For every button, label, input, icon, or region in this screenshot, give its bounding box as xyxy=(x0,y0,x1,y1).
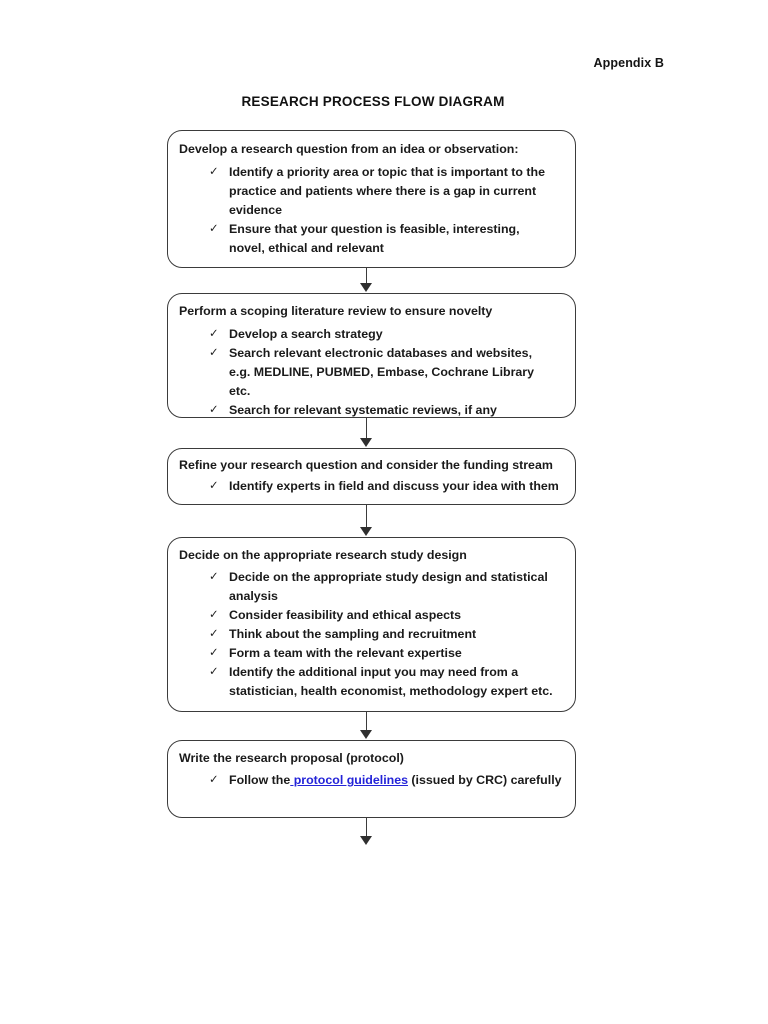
flow-step-2-list: ✓ Develop a search strategy ✓ Search rel… xyxy=(168,325,575,420)
flow-step-4-heading: Decide on the appropriate research study… xyxy=(179,548,467,562)
flow-step-4: Decide on the appropriate research study… xyxy=(167,537,576,712)
list-item-text: Form a team with the relevant expertise xyxy=(229,646,462,660)
flow-step-3: Refine your research question and consid… xyxy=(167,448,576,505)
list-item-text: Identify experts in field and discuss yo… xyxy=(229,479,559,493)
check-icon: ✓ xyxy=(209,666,219,678)
flow-step-2: Perform a scoping literature review to e… xyxy=(167,293,576,418)
list-item-text: Search relevant electronic databases and… xyxy=(229,346,535,398)
flow-step-1-list: ✓ Identify a priority area or topic that… xyxy=(168,163,575,258)
list-item: ✓ Search relevant electronic databases a… xyxy=(168,344,575,401)
list-item-text: Decide on the appropriate study design a… xyxy=(229,570,548,603)
check-icon: ✓ xyxy=(209,223,219,235)
connector-1-2 xyxy=(366,268,368,285)
check-icon: ✓ xyxy=(209,609,219,621)
list-item: ✓ Decide on the appropriate study design… xyxy=(168,568,575,606)
list-item: ✓ Identify a priority area or topic that… xyxy=(168,163,575,220)
list-item: ✓ Develop a search strategy xyxy=(168,325,575,344)
list-item-text: Identify the additional input you may ne… xyxy=(229,665,553,698)
check-icon: ✓ xyxy=(209,347,219,359)
arrow-down-icon xyxy=(360,730,372,739)
list-item: ✓ Form a team with the relevant expertis… xyxy=(168,644,575,663)
arrow-down-icon xyxy=(360,527,372,536)
list-item-text: Search for relevant systematic reviews, … xyxy=(229,403,497,417)
flow-step-1: Develop a research question from an idea… xyxy=(167,130,576,268)
flow-step-1-heading: Develop a research question from an idea… xyxy=(179,142,519,156)
check-icon: ✓ xyxy=(209,628,219,640)
list-item-text: Identify a priority area or topic that i… xyxy=(229,165,545,217)
appendix-label: Appendix B xyxy=(593,56,664,70)
list-item-text-prefix: Follow the xyxy=(229,773,291,787)
protocol-guidelines-link[interactable]: protocol guidelines xyxy=(290,773,408,787)
list-item-text: Think about the sampling and recruitment xyxy=(229,627,477,641)
list-item: ✓ Search for relevant systematic reviews… xyxy=(168,401,575,420)
list-item-text: Develop a search strategy xyxy=(229,327,383,341)
list-item: ✓ Ensure that your question is feasible,… xyxy=(168,220,575,258)
list-item: ✓ Identify experts in field and discuss … xyxy=(168,477,575,496)
check-icon: ✓ xyxy=(209,774,219,786)
flow-step-5-list: ✓ Follow the protocol guidelines (issued… xyxy=(168,771,575,790)
check-icon: ✓ xyxy=(209,166,219,178)
connector-end xyxy=(366,818,368,840)
check-icon: ✓ xyxy=(209,571,219,583)
flow-step-4-list: ✓ Decide on the appropriate study design… xyxy=(168,568,575,701)
connector-2-3 xyxy=(366,418,368,440)
list-item: ✓ Follow the protocol guidelines (issued… xyxy=(168,771,575,790)
flow-step-3-heading: Refine your research question and consid… xyxy=(179,458,553,472)
flow-step-5-heading: Write the research proposal (protocol) xyxy=(179,751,404,765)
arrow-down-icon xyxy=(360,836,372,845)
flow-step-2-heading: Perform a scoping literature review to e… xyxy=(179,304,493,318)
flow-step-3-list: ✓ Identify experts in field and discuss … xyxy=(168,477,575,496)
check-icon: ✓ xyxy=(209,480,219,492)
page-title: RESEARCH PROCESS FLOW DIAGRAM xyxy=(241,94,505,109)
list-item-text-suffix: (issued by CRC) carefully xyxy=(407,773,562,787)
list-item: ✓ Think about the sampling and recruitme… xyxy=(168,625,575,644)
check-icon: ✓ xyxy=(209,647,219,659)
check-icon: ✓ xyxy=(209,328,219,340)
list-item: ✓ Identify the additional input you may … xyxy=(168,663,575,701)
arrow-down-icon xyxy=(360,283,372,292)
list-item-text: Follow the protocol guidelines (issued b… xyxy=(229,771,569,790)
list-item: ✓ Consider feasibility and ethical aspec… xyxy=(168,606,575,625)
list-item-text: Ensure that your question is feasible, i… xyxy=(229,222,520,255)
check-icon: ✓ xyxy=(209,404,219,416)
connector-4-5 xyxy=(366,712,368,732)
arrow-down-icon xyxy=(360,438,372,447)
flow-step-5: Write the research proposal (protocol) ✓… xyxy=(167,740,576,818)
list-item-text: Consider feasibility and ethical aspects xyxy=(229,608,462,622)
connector-3-4 xyxy=(366,505,368,529)
